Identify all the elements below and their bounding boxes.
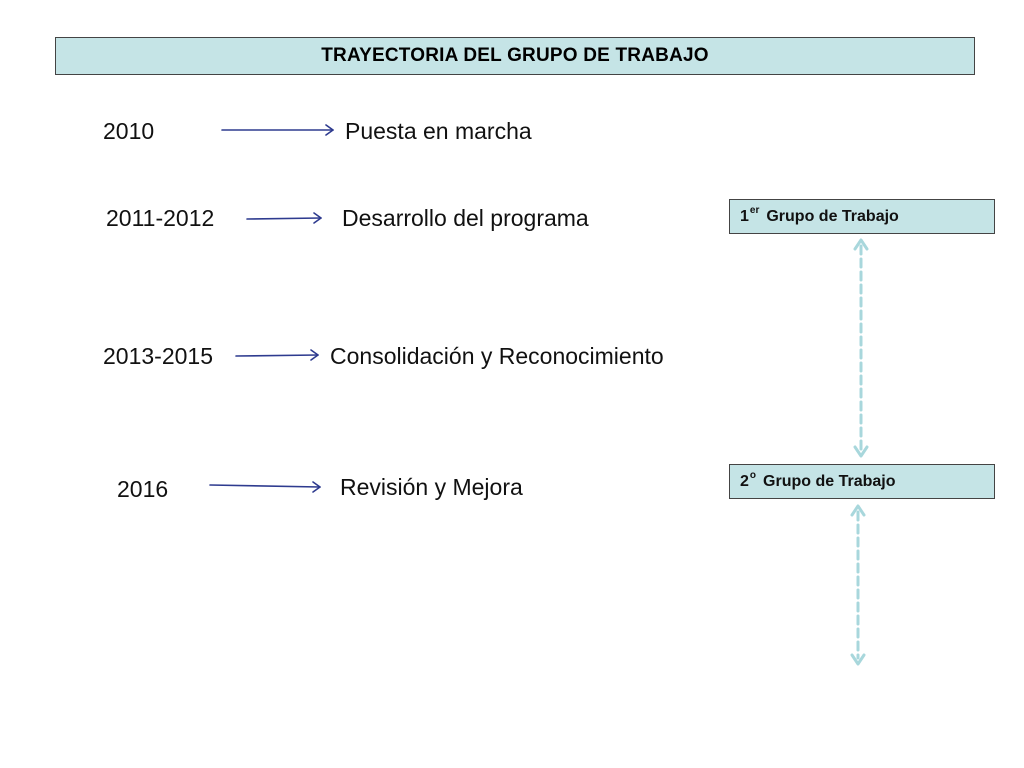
group-superscript: er [749,205,760,216]
group-superscript: o [749,470,757,481]
year-2010: 2010 [103,118,155,144]
dashed-double-arrow-second-group [850,504,866,666]
year-2016: 2016 [117,476,169,502]
phase-revision-y-mejora: Revisión y Mejora [340,474,523,500]
arrow-2010 [221,124,334,136]
year-2011-2012: 2011-2012 [106,205,215,231]
phase-consolidacion-y-reconocimiento: Consolidación y Reconocimiento [330,343,664,369]
phase-puesta-en-marcha: Puesta en marcha [345,118,532,144]
page-title: TRAYECTORIA DEL GRUPO DE TRABAJO [321,45,709,66]
arrow-2016 [209,481,321,493]
group-box-first: 1 er Grupo de Trabajo [729,199,995,234]
group-box-second: 2 o Grupo de Trabajo [729,464,995,499]
phase-desarrollo-del-programa: Desarrollo del programa [342,205,589,231]
group-label: Grupo de Trabajo [766,207,899,225]
group-label: Grupo de Trabajo [763,472,896,490]
arrow-2013-2015 [235,349,319,361]
group-number: 2 [740,472,749,490]
year-2013-2015: 2013-2015 [103,343,213,369]
title-box: TRAYECTORIA DEL GRUPO DE TRABAJO [55,37,975,75]
dashed-double-arrow-first-group [853,238,869,458]
arrow-2011-2012 [246,212,322,224]
group-number: 1 [740,207,749,225]
